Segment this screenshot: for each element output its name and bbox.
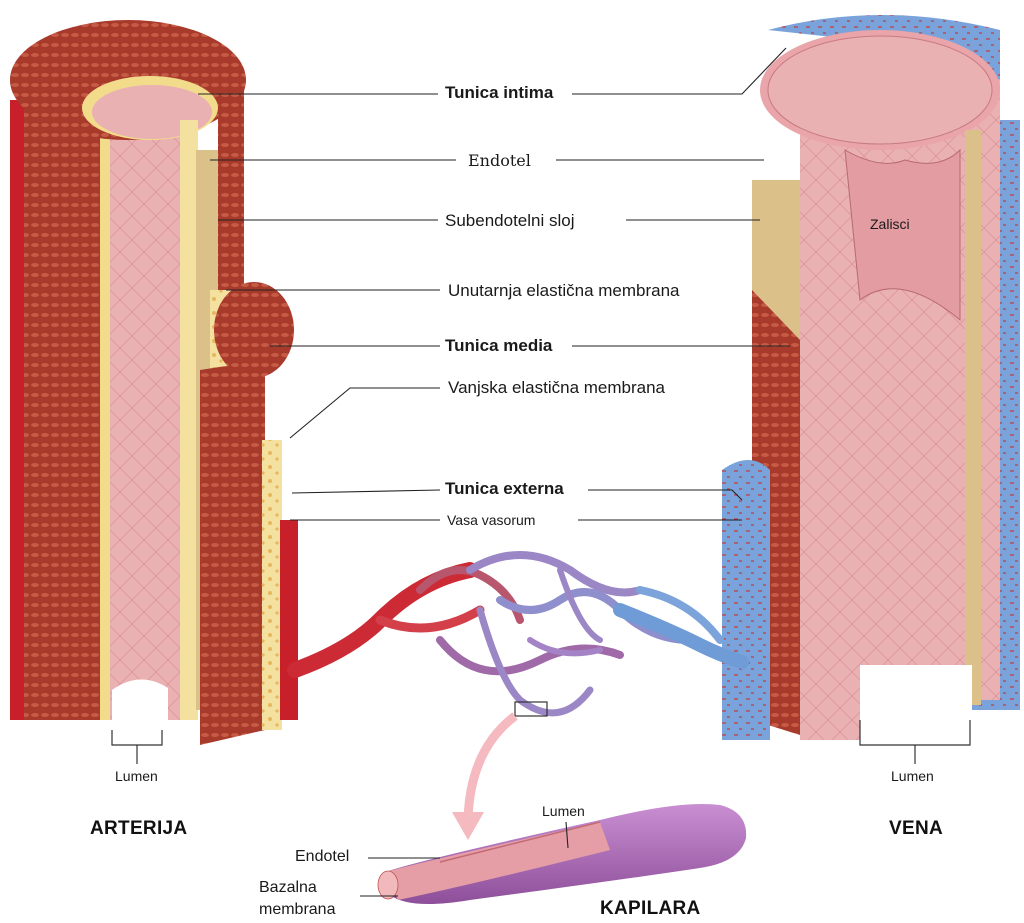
artery-subendothelial	[180, 120, 198, 720]
label-subendotelni-sloj: Subendotelni sloj	[442, 211, 577, 231]
zoom-arrow	[452, 716, 515, 840]
artery-externa-strip	[10, 100, 26, 720]
label-vasa-vasorum: Vasa vasorum	[445, 512, 537, 528]
capillary-tube	[378, 804, 746, 904]
artery-lumen-bracket	[112, 730, 162, 745]
artery-media-left	[24, 90, 102, 720]
label-lumen-capillary: Lumen	[540, 803, 587, 819]
title-arterija: ARTERIJA	[90, 818, 187, 840]
label-endotel: Endotel	[465, 151, 534, 170]
label-membrana: membrana	[256, 901, 338, 919]
label-unutarnja-elasticna-membrana: Unutarnja elastična membrana	[445, 281, 683, 301]
title-kapilara: KAPILARA	[600, 898, 701, 920]
label-tunica-intima: Tunica intima	[442, 83, 556, 103]
label-zalisci: Zalisci	[868, 216, 912, 232]
label-vanjska-elasticna-membrana: Vanjska elastična membrana	[445, 378, 668, 398]
artery-media-cutaway	[200, 360, 265, 745]
artery-elastic-left	[100, 90, 110, 720]
vein	[722, 15, 1020, 745]
label-lumen-vein: Lumen	[889, 768, 936, 784]
label-lumen-artery: Lumen	[113, 768, 160, 784]
label-bazalna: Bazalna	[256, 879, 320, 897]
artery	[10, 20, 298, 745]
label-tunica-externa: Tunica externa	[442, 479, 567, 499]
artery-intima	[110, 100, 180, 720]
capillary-network	[295, 555, 742, 716]
label-endotel-capillary: Endotel	[292, 848, 352, 866]
vein-externa-cutaway	[722, 460, 770, 740]
label-tunica-media: Tunica media	[442, 336, 555, 356]
title-vena: VENA	[889, 818, 943, 840]
